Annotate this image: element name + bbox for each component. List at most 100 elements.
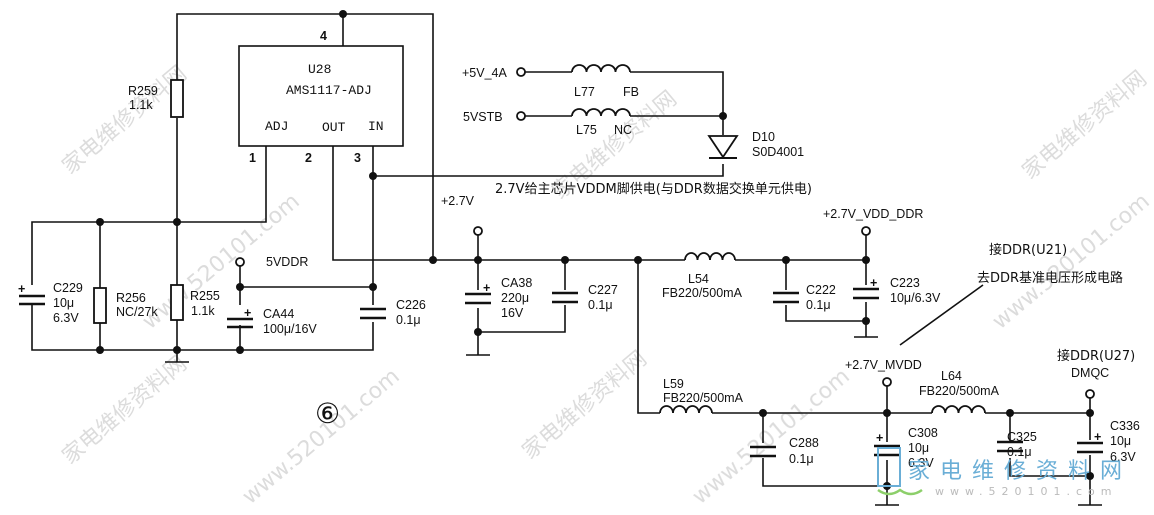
c229-value: 10μ <box>53 296 74 310</box>
resistor-r259: R259 1.1k <box>128 79 184 118</box>
net-2v7-label: +2.7V <box>441 194 475 208</box>
capacitor-c325: C325 0.1μ <box>997 430 1037 459</box>
capacitor-c226: C226 0.1μ <box>360 298 426 327</box>
pin-in-label: IN <box>368 119 384 134</box>
c288-value: 0.1μ <box>789 452 814 466</box>
pin2-number: 2 <box>305 151 312 165</box>
r255-value: 1.1k <box>191 304 215 318</box>
net-5vddr-label: 5VDDR <box>266 255 308 269</box>
c227-value: 0.1μ <box>588 298 613 312</box>
c336-rating: 6.3V <box>1110 450 1136 464</box>
c222-ref: C222 <box>806 283 836 297</box>
r256-value: NC/27k <box>116 305 158 319</box>
c227-ref: C227 <box>588 283 618 297</box>
r259-ref: R259 <box>128 84 158 98</box>
inductor-l59: L59 FB220/500mA <box>659 377 744 414</box>
l77-ref: L77 <box>574 85 595 99</box>
net-5v-4a-label: +5V_4A <box>462 66 507 80</box>
l64-value: FB220/500mA <box>919 384 1000 398</box>
net-2v7-mvdd-label: +2.7V_MVDD <box>845 358 922 372</box>
ddr-ref-label: 去DDR基准电压形成电路 <box>977 270 1123 286</box>
annotations: 2.7V给主芯片VDDM脚供电(与DDR数据交换单元供电) 接DDR(U21) … <box>315 181 1135 430</box>
net-2v7-vdd-ddr-label: +2.7V_VDD_DDR <box>823 207 923 221</box>
c226-ref: C226 <box>396 298 426 312</box>
capacitor-c222: C222 0.1μ <box>773 283 836 312</box>
logo-leaf-icon <box>877 488 923 496</box>
ca44-value: 100μ/16V <box>263 322 317 336</box>
capacitor-c223: + C223 10μ/6.3V <box>853 276 941 305</box>
diode-d10: D10 S0D4001 <box>707 130 804 159</box>
r259-value: 1.1k <box>129 98 153 112</box>
c308-rating: 6.3V <box>908 456 934 470</box>
pin4-number: 4 <box>320 29 327 43</box>
ca38-ref: CA38 <box>501 276 532 290</box>
terminal-5vddr <box>235 257 245 267</box>
plus-icon: + <box>1094 430 1101 444</box>
pin-adj-label: ADJ <box>265 119 288 134</box>
watermark-text: www.520101.com <box>988 189 1154 335</box>
capacitor-ca38: + CA38 220μ 16V <box>465 276 532 320</box>
pin1-number: 1 <box>249 151 256 165</box>
junctions <box>96 10 1094 490</box>
l59-ref: L59 <box>663 377 684 391</box>
watermark-text: 家电维修资料网 <box>1018 66 1152 184</box>
ddr-u21-label: 接DDR(U21) <box>989 242 1067 258</box>
sheet-marker: ⑥ <box>315 397 340 430</box>
l54-value: FB220/500mA <box>662 286 743 300</box>
capacitor-c308: + C308 10μ 6.3V <box>874 426 938 470</box>
net-5vstb-label: 5VSTB <box>463 110 503 124</box>
watermark-text: www.520101.com <box>238 364 405 510</box>
plus-icon: + <box>870 276 877 290</box>
logo-url: www.520101.com <box>935 485 1117 498</box>
inductor-l54: L54 FB220/500mA <box>662 252 743 300</box>
terminal-5vstb <box>516 111 526 121</box>
pin3-number: 3 <box>354 151 361 165</box>
l64-ref: L64 <box>941 369 962 383</box>
d10-value: S0D4001 <box>752 145 804 159</box>
terminal-2v7-mvdd <box>882 377 892 387</box>
l75-value: NC <box>614 123 632 137</box>
site-logo: 家电维修资料网 www.520101.com <box>877 447 1132 498</box>
c223-ref: C223 <box>890 276 920 290</box>
terminal-2v7-vdd-ddr <box>861 226 871 236</box>
ddr-u27-label: 接DDR(U27) <box>1057 348 1135 364</box>
c229-rating: 6.3V <box>53 311 79 325</box>
ground-symbols <box>165 336 1102 506</box>
plus-icon: + <box>483 281 490 295</box>
capacitor-ca44: + CA44 100μ/16V <box>227 306 317 336</box>
dmqc-label: DMQC <box>1071 366 1109 380</box>
u28-ref: U28 <box>308 62 331 77</box>
c325-ref: C325 <box>1007 430 1037 444</box>
watermark-text: 家电维修资料网 <box>58 351 192 469</box>
l54-ref: L54 <box>688 272 709 286</box>
l59-value: FB220/500mA <box>663 391 744 405</box>
c336-ref: C336 <box>1110 419 1140 433</box>
d10-ref: D10 <box>752 130 775 144</box>
terminal-5v-4a <box>516 67 526 77</box>
capacitor-c229: + C229 10μ 6.3V <box>18 281 83 325</box>
resistor-r255: R255 1.1k <box>170 284 220 321</box>
plus-icon: + <box>244 306 251 320</box>
r256-ref: R256 <box>116 291 146 305</box>
c336-value: 10μ <box>1110 434 1131 448</box>
capacitor-c336: + C336 10μ 6.3V <box>1077 419 1140 464</box>
c308-value: 10μ <box>908 441 929 455</box>
regulator-u28: U28 AMS1117-ADJ ADJ OUT IN 1 2 3 4 <box>238 29 404 165</box>
ca38-rating: 16V <box>501 306 524 320</box>
resistor-r256: R256 NC/27k <box>93 287 158 324</box>
logo-text: 家电维修资料网 <box>908 459 1132 484</box>
terminal-dmqc <box>1085 389 1095 399</box>
vddm-note: 2.7V给主芯片VDDM脚供电(与DDR数据交换单元供电) <box>495 181 812 197</box>
inductor-l77: L77 FB <box>571 64 639 99</box>
c325-value: 0.1μ <box>1007 445 1032 459</box>
u28-part: AMS1117-ADJ <box>286 83 372 98</box>
capacitor-c288: C288 0.1μ <box>750 436 819 466</box>
watermark-text: 家电维修资料网 <box>518 346 652 464</box>
watermark-text: www.520101.com <box>688 364 855 510</box>
net-labels: +5V_4A 5VSTB 5VDDR +2.7V +2.7V_VDD_DDR +… <box>266 66 923 372</box>
inductor-l64: L64 FB220/500mA <box>919 369 1000 414</box>
c229-ref: C229 <box>53 281 83 295</box>
r255-ref: R255 <box>190 289 220 303</box>
logo-book-icon <box>877 447 901 487</box>
